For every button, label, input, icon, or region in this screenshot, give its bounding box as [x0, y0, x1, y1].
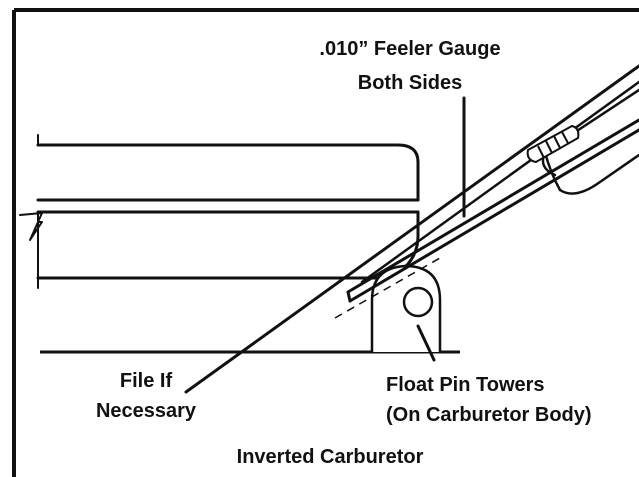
dashed-contour — [334, 257, 441, 319]
gauge-clip — [526, 124, 580, 164]
file-if-necessary-label-line1: File If — [119, 370, 173, 392]
diagram-caption: Inverted Carburetor — [236, 446, 424, 468]
file-if-necessary-label-line2: Necessary — [95, 400, 197, 422]
leader-lines — [416, 96, 466, 362]
float-body — [19, 134, 420, 289]
float-pin-towers-label-line2: (On Carburetor Body) — [386, 404, 592, 426]
float-pin-towers-label-line1: Float Pin Towers — [386, 374, 545, 396]
feeler-gauge-label-line1: .010” Feeler Gauge — [319, 38, 501, 60]
float-arm — [346, 118, 639, 303]
float-pin-tower — [370, 264, 442, 352]
feeler-gauge-label-line2: Both Sides — [357, 72, 463, 94]
outer-frame — [12, 8, 639, 477]
